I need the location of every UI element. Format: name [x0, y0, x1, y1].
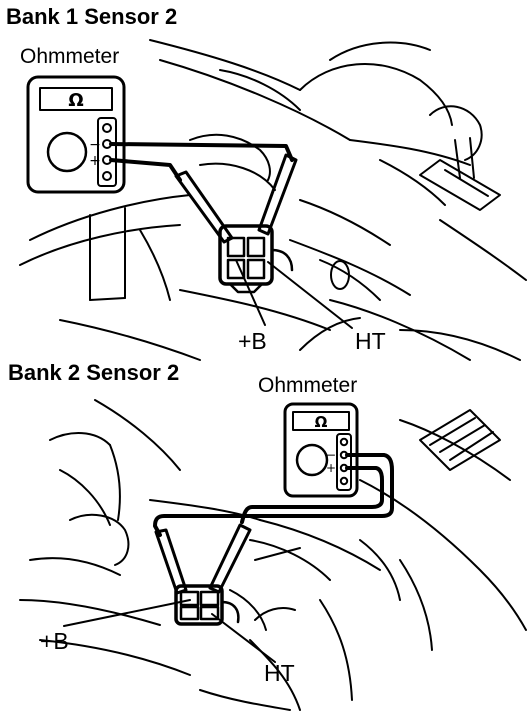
panel-1-ohm-symbol: Ω [68, 90, 83, 111]
panel-2-ohm-symbol: Ω [315, 413, 328, 431]
panel-2-ohmmeter-label: Ohmmeter [258, 374, 358, 397]
panel-2-test-leads [153, 453, 394, 537]
panel-1-ohmmeter-screen [39, 87, 113, 111]
panel-1-ohmmeter-label: Ohmmeter [20, 45, 120, 68]
panel-2-ohmmeter-screen [292, 411, 350, 431]
panel-2-plus-b-label: +B [40, 628, 69, 654]
panel-1-leader-lines [235, 259, 353, 329]
panel-1-terminal-1 [102, 123, 112, 133]
panel-2-lead-minus [153, 453, 394, 537]
panel-2-dashboard-background [19, 399, 527, 711]
panel-2-terminal-1 [339, 437, 349, 447]
panel-2-title: Bank 2 Sensor 2 [8, 360, 180, 385]
panel-2-leader-lines [63, 599, 276, 663]
panel-1-ohmmeter-body [26, 75, 126, 194]
panel-1-plus-b-label: +B [238, 328, 267, 354]
panel-1-lead-plus [109, 158, 182, 182]
panel-2-ohmmeter-device [283, 402, 359, 498]
panel-1-ohmmeter-dial [46, 131, 88, 173]
panel-1-terminal-4 [102, 171, 112, 181]
panel-1-ht-label: HT [355, 328, 386, 354]
panel-2-ohmmeter-dial [295, 443, 329, 477]
panel-2-terminal-4 [339, 476, 349, 486]
panel-1-gear-shifter [419, 105, 501, 211]
panel-1-probes [174, 153, 298, 244]
panel-2-probes [154, 523, 252, 595]
panel-1-dashboard-background [19, 39, 527, 361]
panel-1-test-leads [109, 142, 294, 182]
panel-2-ht-label: HT [264, 660, 295, 686]
panel-2-plus-mark: + [326, 461, 336, 475]
panel-1-title: Bank 1 Sensor 2 [6, 4, 178, 29]
panel-1-plus-mark: + [89, 153, 101, 169]
panel-2-minus-mark: − [326, 448, 336, 462]
panel-2-lead-plus [240, 466, 384, 524]
panel-2-ohmmeter-body [283, 402, 359, 498]
panel-1-minus-mark: − [89, 137, 101, 153]
panel-2-sensor-connector [174, 584, 240, 626]
